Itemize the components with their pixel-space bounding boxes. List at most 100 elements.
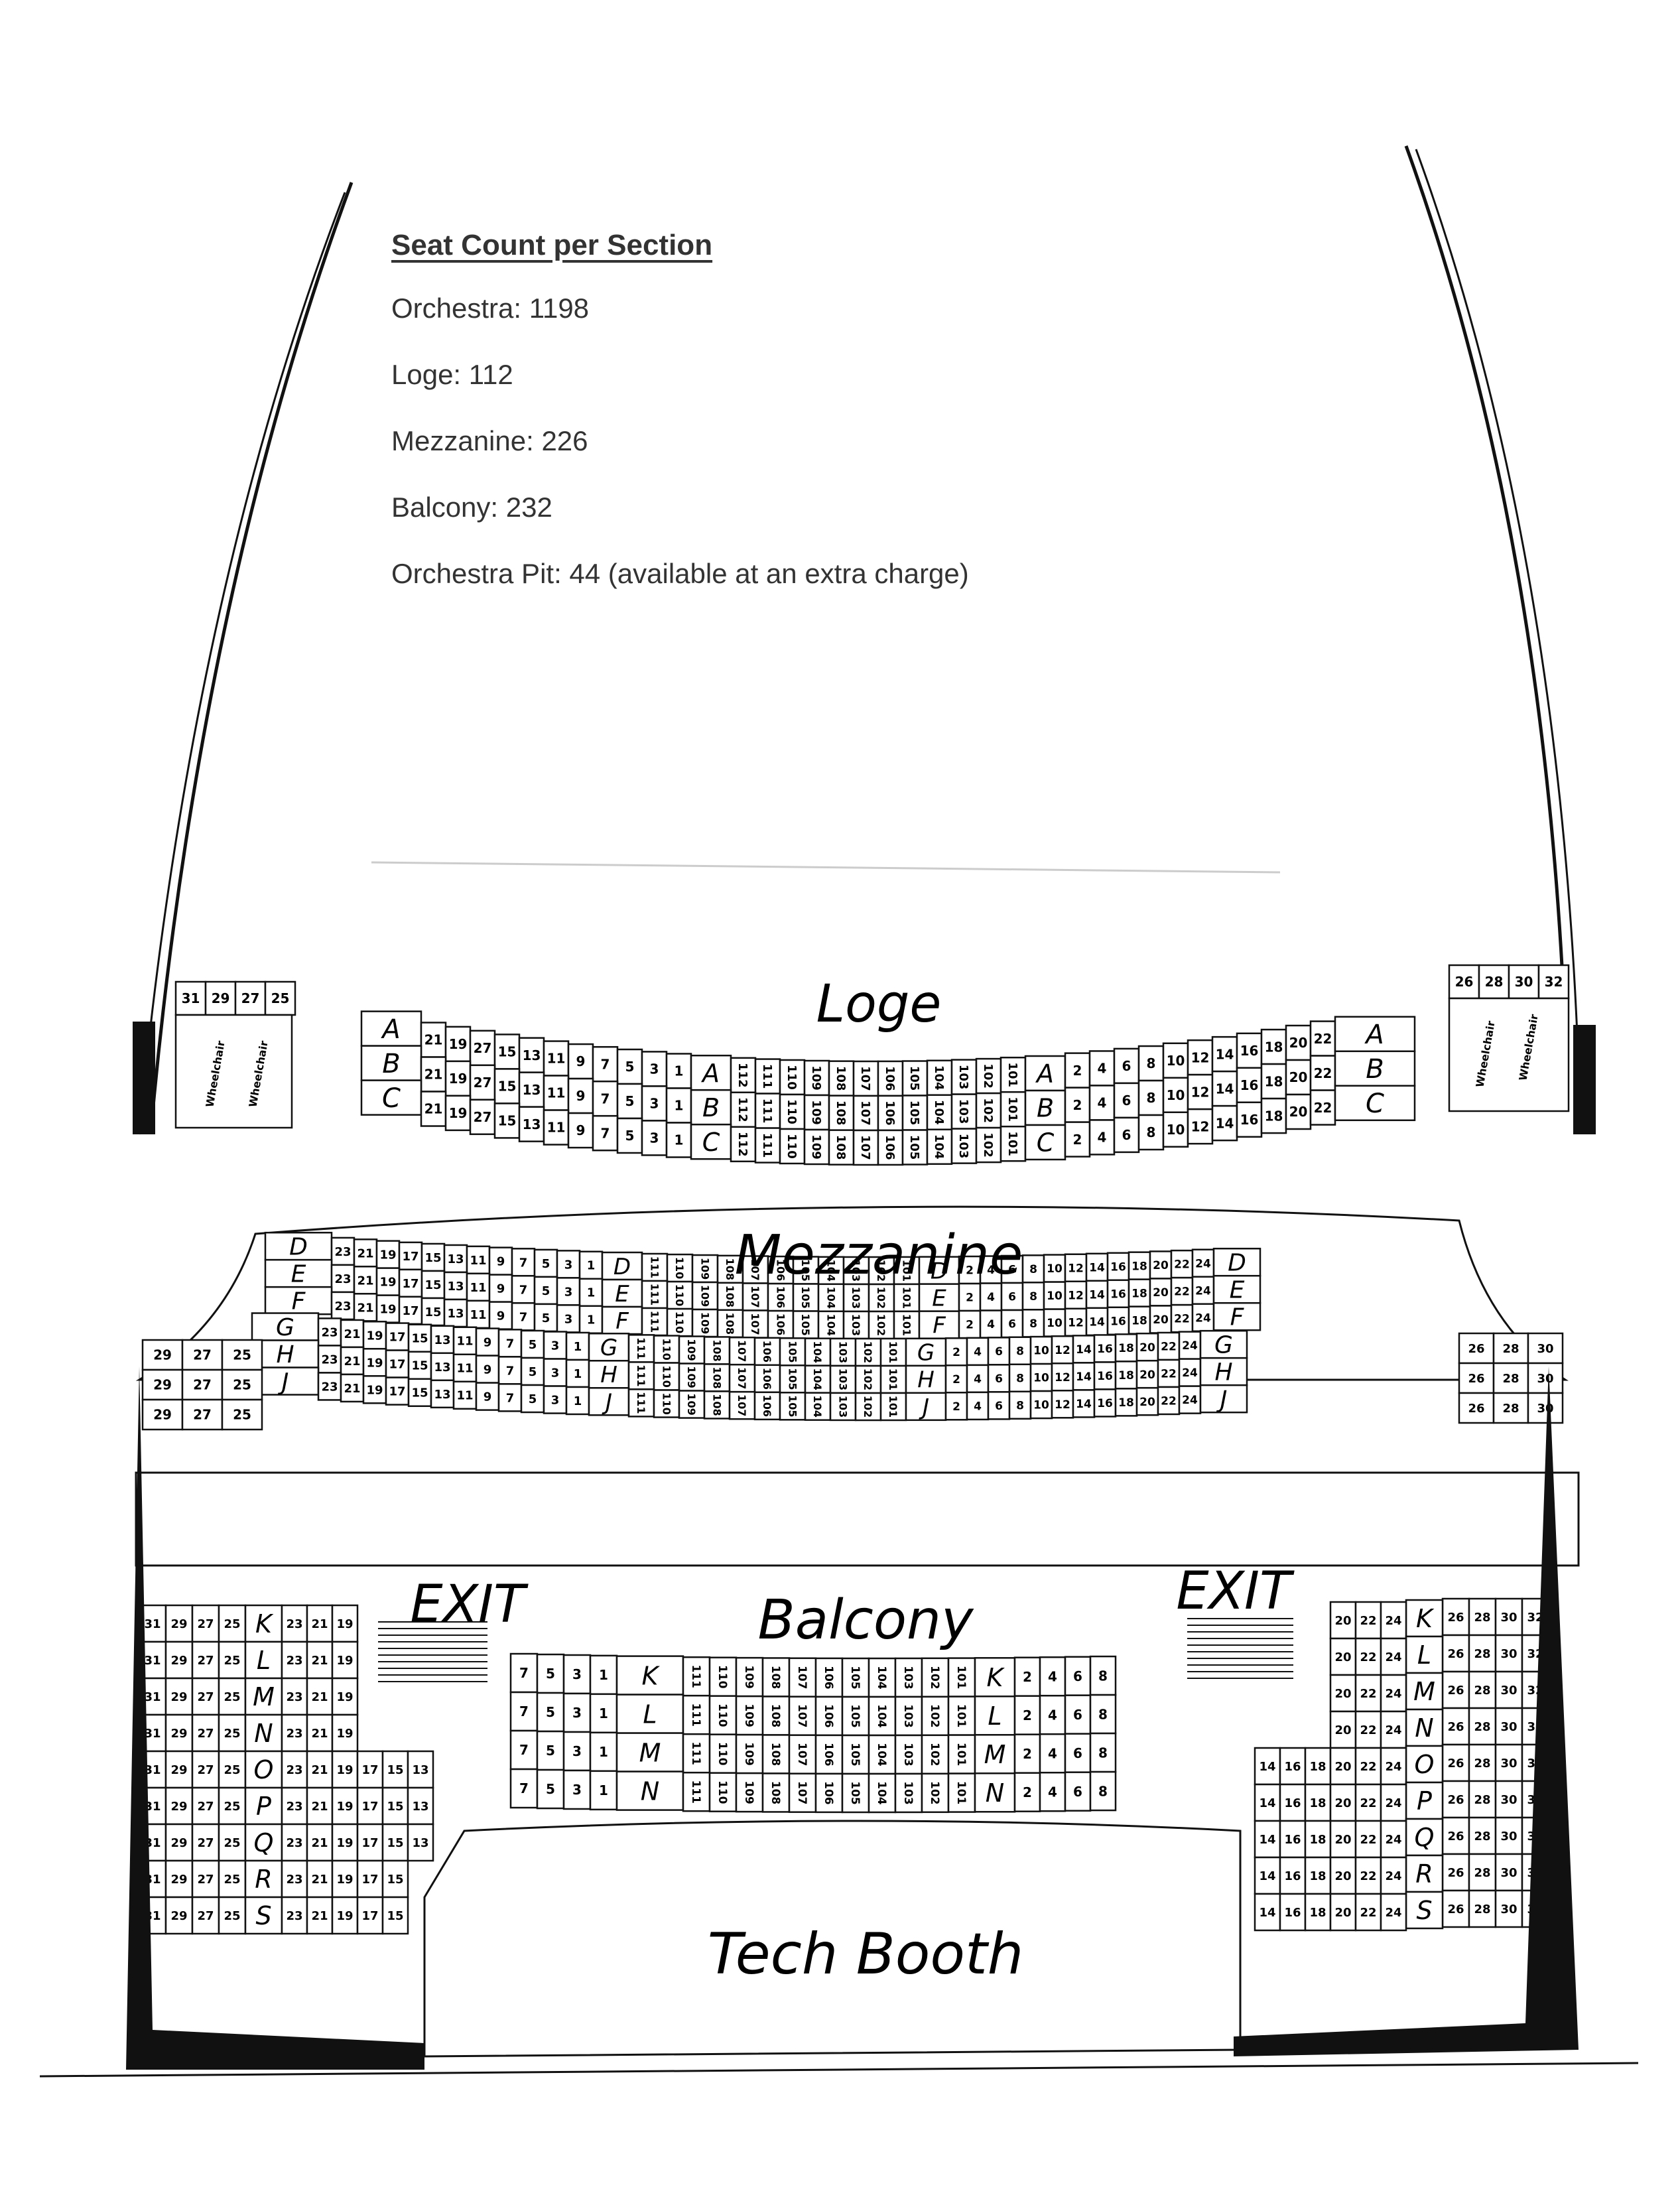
balc-right-outer-L-30: 30	[1494, 1634, 1523, 1673]
seat-count-loge: Loge: 112	[391, 359, 513, 390]
mezz-seat-E-103-box	[842, 1283, 870, 1313]
loge-seat-B-16: 16	[1236, 1067, 1263, 1104]
balc-left-inner-N-19-label: 19	[336, 1727, 353, 1741]
mezz-seat-F-22: 22	[1170, 1303, 1194, 1333]
mezz-seat-D-19-label: 19	[379, 1248, 396, 1262]
balc-seat-L-111-label: 111	[689, 1703, 702, 1727]
mezz-seat-E-1: 1	[578, 1278, 604, 1307]
mezz-seat-E-5: 5	[533, 1276, 558, 1305]
mezz-seat-J-17: 17	[385, 1376, 410, 1406]
mezz-seat-F-109: 109	[691, 1308, 719, 1338]
balc-right-outer-R-30-box	[1494, 1853, 1523, 1892]
balc-right-outer-K-30-label: 30	[1500, 1611, 1517, 1625]
balc-right-inner-R-20: 20	[1329, 1856, 1357, 1895]
loge-seat-A-112: 112	[730, 1057, 757, 1094]
balc-right-outer-K-26-label: 26	[1447, 1611, 1464, 1625]
loge-seat-C-27: 27	[469, 1099, 496, 1136]
balc-right-inner-O-18: 18	[1304, 1747, 1332, 1786]
balc-seat-L-105-label: 105	[848, 1704, 862, 1728]
loge-seat-C-20: 20	[1285, 1093, 1312, 1130]
mezz-seat-H-105-label: 105	[786, 1368, 799, 1390]
balc-right-inner-S-24-label: 24	[1385, 1906, 1401, 1920]
mezz-row-F-right-letter-box	[1212, 1302, 1261, 1331]
balc-row-P-left-letter-label: P	[256, 1792, 271, 1821]
balc-row-N-center-left-letter-box	[615, 1770, 684, 1811]
balc-right-outer-M-28: 28	[1468, 1670, 1497, 1709]
balc-right-inner-P-14-box	[1254, 1783, 1281, 1822]
balc-right-inner-M-20-label: 20	[1334, 1687, 1351, 1701]
loge-seat-B-110-label: 110	[785, 1099, 799, 1124]
loge-seat-A-12-label: 12	[1191, 1049, 1210, 1065]
balc-left-inner-P-13-box	[407, 1786, 434, 1826]
loge-left-wheelchair-box	[174, 1014, 293, 1129]
mezz-seat-G-5-label: 5	[529, 1338, 537, 1352]
loge-row-A-right-letter-box	[1334, 1016, 1416, 1053]
balc-right-inner-L-20-label: 20	[1334, 1650, 1351, 1664]
balc-left-outer-M-29: 29	[164, 1677, 194, 1716]
balc-right-inner-N-24-label: 24	[1385, 1723, 1401, 1737]
loge-seat-B-22-box	[1309, 1055, 1336, 1091]
mezz-row-G-center-left-letter: G	[588, 1333, 630, 1362]
mezz-seat-E-9: 9	[488, 1274, 513, 1303]
mezz-left-outer-2-25: 25	[221, 1398, 263, 1431]
loge-outer-right-26-box	[1448, 964, 1480, 1000]
mezz-seat-F-103-label: 103	[850, 1314, 862, 1336]
mezz-right-outer-2-28-box	[1492, 1392, 1529, 1424]
balc-right-inner-R-22-label: 22	[1360, 1869, 1376, 1883]
mezz-seat-E-22-box	[1170, 1276, 1194, 1306]
balc-seat-K-110: 110	[708, 1656, 738, 1697]
mezz-seat-H-17: 17	[385, 1349, 410, 1378]
mezz-seat-F-16-label: 16	[1110, 1315, 1126, 1328]
mezz-seat-J-12: 12	[1051, 1390, 1074, 1419]
left-wall-inner	[138, 192, 346, 1135]
balc-seat-N-102: 102	[921, 1772, 950, 1814]
balc-seat-K-8-box	[1089, 1655, 1117, 1696]
loge-seat-C-14: 14	[1211, 1104, 1238, 1142]
mezz-seat-D-20: 20	[1149, 1250, 1173, 1280]
loge-seat-C-14-label: 14	[1216, 1115, 1234, 1131]
balc-left-outer-M-25-label: 25	[224, 1690, 240, 1704]
balc-left-inner-O-23-label: 23	[286, 1763, 302, 1777]
mezz-seat-D-6-label: 6	[1008, 1264, 1016, 1277]
mezz-seat-F-15: 15	[420, 1297, 446, 1327]
loge-seat-C-4-label: 4	[1098, 1130, 1107, 1146]
mezz-seat-H-9-label: 9	[484, 1363, 492, 1377]
loge-seat-B-103: 103	[950, 1093, 978, 1130]
mezz-seat-D-7: 7	[511, 1248, 536, 1277]
loge-outer-right-32: 32	[1537, 964, 1570, 1000]
mezz-seat-E-11-label: 11	[470, 1281, 486, 1295]
mezz-seat-D-3-label: 3	[564, 1258, 573, 1272]
mezz-seat-E-109: 109	[691, 1281, 719, 1311]
balc-left-outer-Q-27-label: 27	[197, 1836, 214, 1850]
loge-seat-C-16-label: 16	[1240, 1112, 1259, 1128]
balc-right-inner-R-14: 14	[1254, 1856, 1281, 1895]
loge-seat-A-101: 101	[1000, 1056, 1027, 1093]
balc-row-K-center-left-letter: K	[615, 1655, 684, 1696]
mezz-seat-H-22-label: 22	[1161, 1368, 1177, 1381]
mezz-seat-H-20-label: 20	[1139, 1369, 1155, 1382]
mezz-row-G-left-letter-label: G	[276, 1314, 294, 1341]
mezz-seat-E-110: 110	[666, 1280, 694, 1310]
mezz-seat-D-107-box	[742, 1255, 769, 1284]
balc-right-inner-R-16-box	[1279, 1856, 1307, 1895]
mezz-seat-F-20: 20	[1149, 1305, 1173, 1334]
balc-left-inner-P-13: 13	[407, 1786, 434, 1826]
mezz-seat-H-4-label: 4	[974, 1372, 982, 1386]
balc-seat-L-102-label: 102	[928, 1704, 941, 1728]
mezz-seat-G-108: 108	[703, 1336, 731, 1365]
balc-seat-K-106: 106	[814, 1657, 844, 1698]
balc-seat-N-2-label: 2	[1023, 1784, 1032, 1800]
balc-seat-L-5-label: 5	[546, 1704, 555, 1720]
loge-seat-A-110-label: 110	[785, 1065, 799, 1090]
mezz-seat-H-103: 103	[829, 1365, 857, 1394]
loge-outer-left-31-label: 31	[182, 990, 200, 1006]
mezz-seat-J-5: 5	[520, 1384, 545, 1414]
mezz-seat-D-15-box	[420, 1242, 446, 1272]
balc-seat-N-4: 4	[1039, 1771, 1066, 1812]
loge-seat-B-11-label: 11	[547, 1085, 566, 1101]
loge-seat-A-101-label: 101	[1005, 1062, 1019, 1087]
loge-seat-A-111-label: 111	[760, 1064, 774, 1089]
balc-right-outer-R-28-label: 28	[1474, 1866, 1490, 1880]
balc-left-inner-Q-17-label: 17	[361, 1836, 378, 1850]
balc-row-S-right-letter-label: S	[1416, 1896, 1432, 1925]
